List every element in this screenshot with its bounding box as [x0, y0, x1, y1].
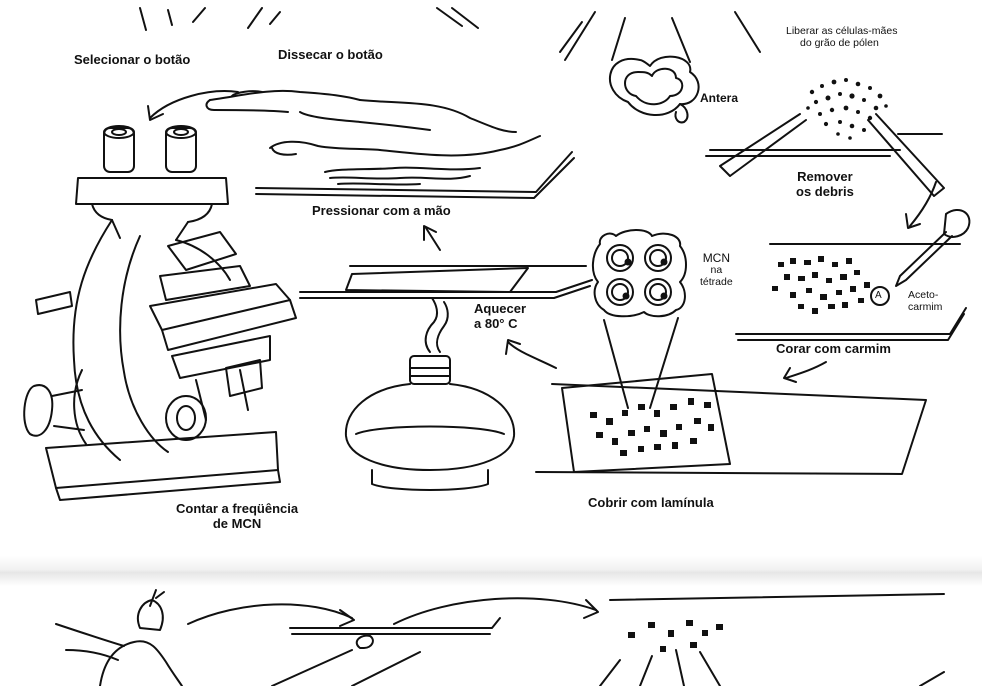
- label-aceto-line2: carmim: [908, 302, 942, 314]
- anther-illustration: [610, 18, 699, 122]
- hand-illustration: [207, 91, 540, 185]
- label-mcn-tetrad: MCN na tétrade: [700, 252, 733, 288]
- label-aceto-line1: Aceto-: [908, 290, 942, 302]
- arrow-up-to-press: [424, 226, 440, 250]
- label-cover-slip: Cobrir com lamínula: [588, 496, 714, 511]
- microscope-illustration: [24, 126, 296, 500]
- label-remove-line1: Remover: [796, 170, 854, 185]
- arrow-to-cover: [784, 362, 826, 382]
- label-remove-debris: Remover os debris: [796, 170, 854, 200]
- label-select-button: Selecionar o botão: [74, 53, 190, 68]
- label-dissect-button: Dissecar o botão: [278, 48, 383, 63]
- stained-cells: [772, 256, 870, 314]
- label-drop-a: A: [875, 290, 882, 301]
- label-remove-line2: os debris: [796, 185, 854, 200]
- label-count-line2: de MCN: [176, 517, 298, 532]
- coverslip-slide: [536, 374, 926, 474]
- arrow-to-heat: [506, 340, 556, 368]
- label-mcn-line2: na: [700, 265, 733, 277]
- slide-under-hand: [256, 152, 574, 198]
- label-release-line2: do grão de pólen: [786, 38, 897, 50]
- label-press-with-hand: Pressionar com a mão: [312, 204, 451, 219]
- label-heat-line2: a 80° C: [474, 317, 526, 332]
- label-aceto-carmine: Aceto- carmim: [908, 290, 942, 313]
- label-release-line1: Liberar as células-mães: [786, 26, 897, 38]
- label-heat-line1: Aquecer: [474, 302, 526, 317]
- arrow-to-stain: [906, 182, 936, 228]
- bottom-row-illustrations: [56, 590, 944, 686]
- bottom-cells: [628, 620, 723, 652]
- label-count-line1: Contar a freqüência: [176, 502, 298, 517]
- label-heat-80c: Aquecer a 80° C: [474, 302, 526, 332]
- covered-cells: [590, 398, 714, 456]
- label-release-cells: Liberar as células-mães do grão de pólen: [786, 26, 897, 49]
- top-partial-strokes: [140, 8, 760, 60]
- label-mcn-line3: tétrade: [700, 277, 733, 289]
- heated-slide: [300, 266, 592, 298]
- pollen-cells-scatter: [806, 78, 888, 140]
- label-anther: Antera: [700, 92, 738, 106]
- arrow-select-to-dissect: [148, 91, 238, 120]
- label-count-mcn: Contar a freqüência de MCN: [176, 502, 298, 532]
- label-stain-carmine: Corar com carmim: [776, 342, 891, 357]
